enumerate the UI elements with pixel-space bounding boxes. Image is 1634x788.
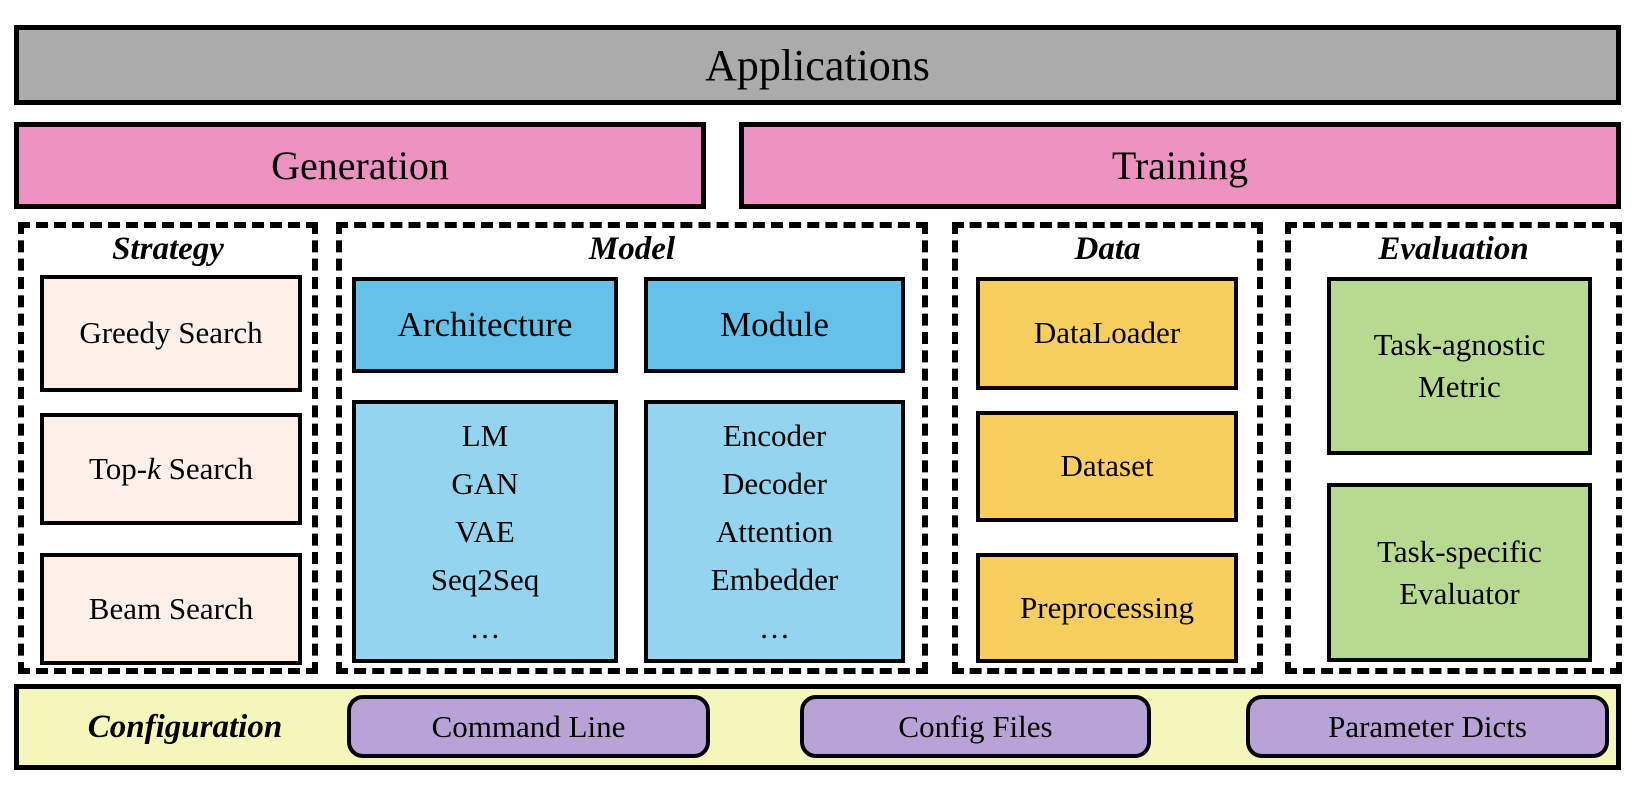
- dataloader-label: DataLoader: [1033, 315, 1181, 351]
- evaluation-item-task-specific-evaluator: Task-specific Evaluator: [1327, 483, 1592, 662]
- architecture-item-lm: LM: [461, 418, 509, 454]
- module-item-attention: Attention: [715, 513, 834, 549]
- data-item-preprocessing: Preprocessing: [976, 553, 1238, 663]
- applications-label: Applications: [705, 40, 930, 90]
- module-item-embedder: Embedder: [710, 561, 839, 597]
- applications-layer-bar: Applications: [14, 25, 1621, 105]
- model-section-title: Model: [588, 231, 676, 267]
- strategy-section: Strategy: [18, 222, 318, 674]
- architecture-item-vae: VAE: [455, 513, 515, 549]
- evaluation-item-task-agnostic-metric: Task-agnostic Metric: [1327, 277, 1592, 455]
- architecture-item-ellipsis: …: [469, 609, 501, 645]
- generation-task-bar: Generation: [14, 122, 706, 209]
- model-section: Model: [336, 222, 928, 674]
- architecture-label: Architecture: [397, 305, 573, 345]
- command-line-label: Command Line: [431, 708, 626, 744]
- evaluation-section: Evaluation: [1285, 222, 1622, 674]
- preprocessing-label: Preprocessing: [1020, 589, 1194, 625]
- configuration-title: Configuration: [87, 708, 283, 745]
- data-item-dataloader: DataLoader: [976, 277, 1238, 390]
- generation-label: Generation: [271, 143, 449, 188]
- configuration-item-parameter-dicts: Parameter Dicts: [1246, 695, 1609, 758]
- model-architecture-list: LM GAN VAE Seq2Seq …: [352, 400, 618, 663]
- configuration-item-config-files: Config Files: [800, 695, 1151, 758]
- dataset-label: Dataset: [1060, 448, 1154, 484]
- data-section-title: Data: [1074, 231, 1141, 267]
- config-files-label: Config Files: [898, 708, 1053, 744]
- greedy-search-label: Greedy Search: [79, 315, 263, 351]
- beam-search-label: Beam Search: [88, 590, 254, 626]
- model-module-list: Encoder Decoder Attention Embedder …: [644, 400, 905, 663]
- training-label: Training: [1111, 143, 1249, 188]
- module-item-ellipsis: …: [759, 609, 790, 645]
- module-item-encoder: Encoder: [722, 418, 827, 454]
- task-agnostic-line2: Metric: [1418, 369, 1501, 404]
- data-item-dataset: Dataset: [976, 411, 1238, 522]
- task-specific-line1: Task-specific: [1377, 533, 1542, 569]
- training-task-bar: Training: [739, 122, 1621, 209]
- task-specific-line2: Evaluator: [1399, 575, 1520, 611]
- architecture-item-gan: GAN: [451, 466, 519, 502]
- module-item-decoder: Decoder: [722, 466, 827, 502]
- module-label: Module: [720, 305, 829, 345]
- strategy-item-greedy-search: Greedy Search: [40, 275, 302, 392]
- model-architecture-header: Architecture: [352, 277, 618, 373]
- parameter-dicts-label: Parameter Dicts: [1328, 708, 1527, 744]
- data-section: Data: [952, 222, 1263, 674]
- evaluation-section-title: Evaluation: [1378, 231, 1529, 267]
- model-module-header: Module: [644, 277, 905, 373]
- configuration-item-command-line: Command Line: [347, 695, 710, 758]
- strategy-item-beam-search: Beam Search: [40, 553, 302, 665]
- strategy-item-top-k-search: Top-k Search: [40, 413, 302, 525]
- architecture-item-seq2seq: Seq2Seq: [430, 561, 540, 597]
- task-agnostic-line1: Task-agnostic: [1373, 327, 1546, 363]
- top-k-search-label: Top-k Search: [89, 450, 253, 486]
- strategy-section-title: Strategy: [112, 231, 224, 267]
